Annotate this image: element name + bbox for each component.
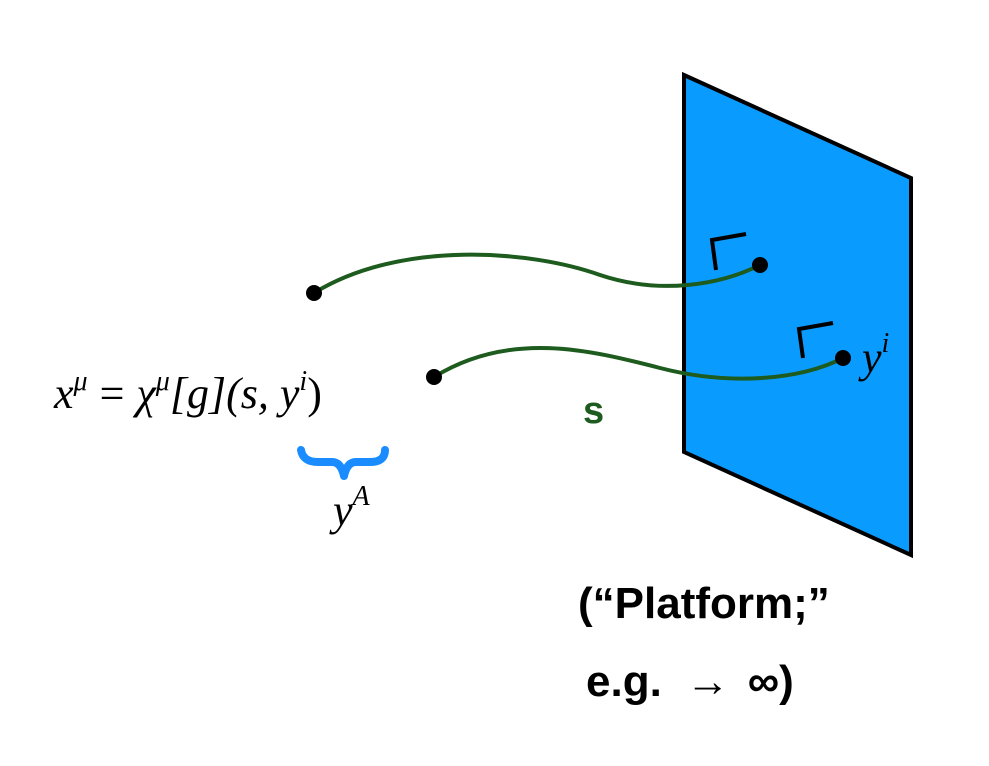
eq-i: i [299,366,307,397]
caption-eg: e.g. [586,657,662,706]
caption-line-2: e.g. → ∞) [586,657,794,706]
eq-mu-1: μ [73,366,88,397]
brace-label: yA [329,481,371,535]
right-angle-mark-upper [709,232,747,271]
platform-surface [682,71,913,559]
eq-mu-2: μ [155,366,170,397]
lower-curve [432,346,844,381]
caption-infinity: ∞) [748,657,794,706]
eq-x: x [53,369,74,418]
s-label: s [583,390,604,432]
caption-arrow: → [686,657,730,706]
underbrace [297,446,389,480]
brace-label-sup: A [351,481,371,512]
end-point-lower [835,350,851,366]
eq-equals: = [100,369,125,418]
start-point-lower [426,369,442,385]
platform-point-label-y: y [858,333,882,382]
right-angle-mark-lower [796,321,834,359]
end-point-upper [752,257,768,273]
equation: xμ=χμ[g](s, yi) [53,366,322,418]
platform-point-label: yi [858,328,889,382]
start-point-upper [306,285,322,301]
eq-chi: χ [132,369,157,418]
eq-args: [g](s, y [170,369,300,418]
platform-point-label-sup: i [882,328,890,359]
brace-label-y: y [329,486,353,535]
eq-close: ) [307,369,322,418]
upper-curve [312,252,761,295]
caption-line-1: (“Platform;” [578,579,830,628]
